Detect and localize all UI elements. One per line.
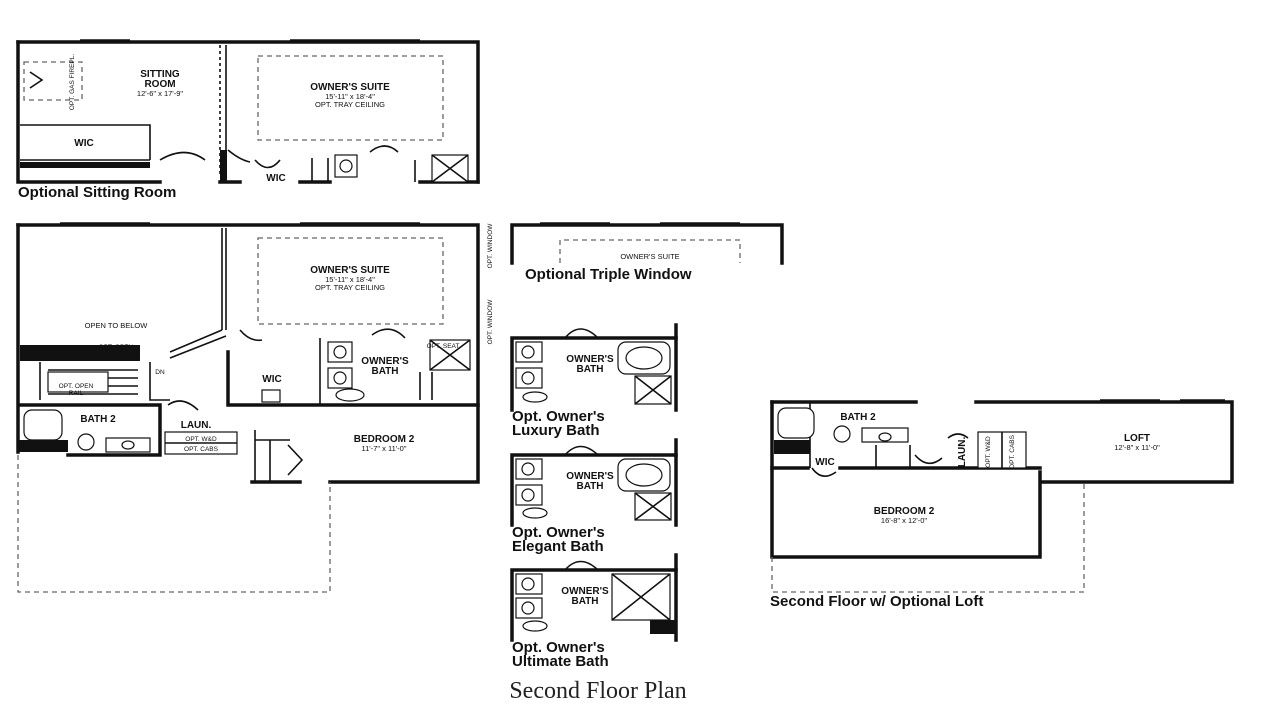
loft-bedroom2-dim: 16'-8" x 12'-0": [881, 516, 927, 525]
wic-label: WIC: [262, 374, 281, 385]
page-title: Second Floor Plan: [509, 678, 686, 704]
column: [220, 150, 227, 182]
luxury-bath-plan: OWNER'S BATH Opt. Owner's Luxury Bath: [510, 323, 678, 439]
bedroom2-dim: 11'-7" x 11'-0": [361, 444, 406, 453]
loft-dim: 12'-8" x 11'-0": [1114, 443, 1160, 452]
loft-opt-wd-label: OPT. W&D: [985, 436, 992, 468]
open-to-below-label: OPEN TO BELOW: [85, 321, 149, 330]
caption-triple-window: Optional Triple Window: [525, 266, 692, 283]
caption-luxury-1: Opt. Owner's: [512, 408, 605, 425]
owners-bath-label: OWNER'S: [361, 356, 409, 367]
tray-ceiling-label: OPT. TRAY CEILING: [315, 100, 385, 109]
down-stairs-label: DN: [155, 369, 165, 376]
owners-suite-label: OWNER'S SUITE: [310, 82, 390, 93]
caption-sitting-room: Optional Sitting Room: [18, 184, 176, 201]
caption-loft: Second Floor w/ Optional Loft: [770, 593, 983, 610]
caption-elegant-2: Elegant Bath: [512, 538, 604, 555]
opt-cabs-label: OPT. CABS: [184, 446, 219, 453]
loft-wic-label: WIC: [815, 457, 834, 468]
elegant-bath-label-2: BATH: [576, 481, 603, 492]
opt-window-label-2: OPT. WINDOW: [487, 299, 494, 345]
main-second-floor-plan: OPEN TO BELOW OPT. OPEN RAIL OPT. OPEN R…: [16, 222, 494, 593]
loft-label: LOFT: [1124, 433, 1150, 444]
loft-bath2-label: BATH 2: [840, 412, 876, 423]
opt-washer-label: OPT. W&D: [185, 436, 217, 443]
opt-window-label-1: OPT. WINDOW: [487, 223, 494, 269]
open-rail-label-2: RAIL: [109, 351, 124, 358]
caption-ultimate-2: Ultimate Bath: [512, 653, 609, 670]
bedroom2-label: BEDROOM 2: [354, 434, 415, 445]
elegant-bath-label: OWNER'S: [566, 471, 614, 482]
owners-suite-dim: 15'-11" x 18'-4": [325, 92, 375, 101]
caption-elegant-1: Opt. Owner's: [512, 524, 605, 541]
caption-luxury-2: Luxury Bath: [512, 422, 600, 439]
loft-opt-cabs-label: OPT. CABS: [1009, 434, 1016, 469]
caption-ultimate-1: Opt. Owner's: [512, 639, 605, 656]
wic-bottom-label: WIC: [266, 173, 285, 184]
elegant-bath-plan: OWNER'S BATH Opt. Owner's Elegant Bath: [510, 438, 678, 555]
luxury-bath-label-2: BATH: [576, 364, 603, 375]
open-rail-b-label-2: RAIL: [69, 390, 84, 397]
laundry-label: LAUN.: [181, 420, 212, 431]
gas-fireplace-label: OPT. GAS FIREPL.: [69, 54, 76, 111]
bath2-label: BATH 2: [80, 414, 116, 425]
open-rail-b-label: OPT. OPEN: [59, 383, 94, 390]
owners-suite-dim: 15'-11" x 18'-4": [325, 275, 375, 284]
sitting-room-dim: 12'-6" x 17'-9": [137, 89, 183, 98]
luxury-bath-label: OWNER'S: [566, 354, 614, 365]
sitting-room-label-2: ROOM: [144, 79, 175, 90]
ultimate-bath-label-2: BATH: [571, 596, 598, 607]
loft-laundry-label: LAUN.: [957, 437, 968, 468]
sitting-room-plan: SITTING ROOM 12'-6" x 17'-9" OPT. GAS FI…: [16, 39, 480, 201]
wic-left-label: WIC: [74, 138, 93, 149]
ultimate-bath-label: OWNER'S: [561, 586, 609, 597]
opt-seat-label: OPT. SEAT: [427, 343, 460, 350]
tray-ceiling-label: OPT. TRAY CEILING: [315, 283, 385, 292]
triple-window-plan: OWNER'S SUITE Optional Triple Window: [510, 222, 784, 283]
sitting-room-label: SITTING: [140, 69, 180, 80]
owners-bath-label-2: BATH: [371, 366, 398, 377]
loft-bedroom2-label: BEDROOM 2: [874, 506, 935, 517]
ultimate-bath-plan: OWNER'S BATH Opt. Owner's Ultimate Bath: [510, 553, 678, 670]
open-rail-label: OPT. OPEN: [99, 344, 134, 351]
owners-suite-label: OWNER'S SUITE: [310, 265, 390, 276]
loft-plan: BATH 2 WIC LAUN. OPT. W&D OPT. CABS LOFT…: [770, 399, 1234, 610]
triple-owners-suite-label: OWNER'S SUITE: [620, 252, 679, 261]
